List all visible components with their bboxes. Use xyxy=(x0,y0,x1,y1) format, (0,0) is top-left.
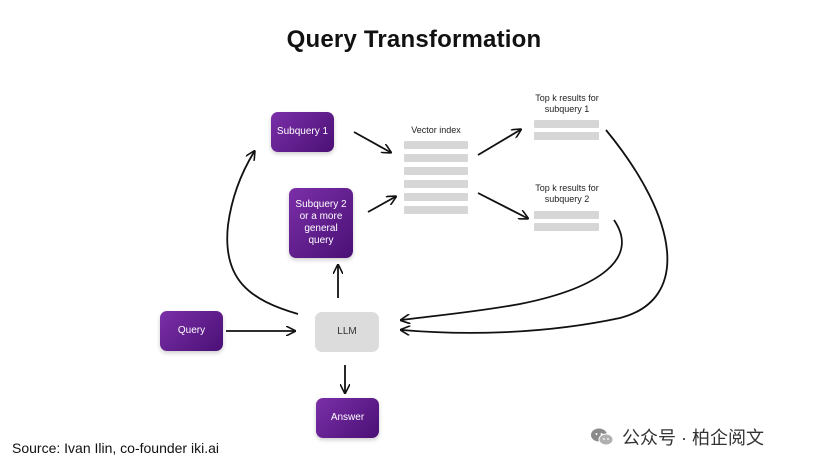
topk2-label: Top k results for subquery 2 xyxy=(535,183,599,204)
arrow-subquery1-to-index xyxy=(353,131,390,152)
vector-index-row xyxy=(404,167,468,175)
vector-index-row xyxy=(404,193,468,201)
watermark: 公众号 · 柏企阅文 xyxy=(590,424,764,450)
topk1-label: Top k results for subquery 1 xyxy=(535,93,599,114)
arrow-subquery2-to-index xyxy=(367,197,395,213)
vector-index-label: Vector index xyxy=(411,125,461,135)
subquery1-node: Subquery 1 xyxy=(271,112,334,152)
page-title: Query Transformation xyxy=(286,26,542,53)
arrow-topk2-to-llm xyxy=(402,219,623,320)
arrow-index-to-topk2 xyxy=(477,192,527,218)
topk1-row xyxy=(534,132,599,140)
vector-index-row xyxy=(404,206,468,214)
vector-index-row xyxy=(404,154,468,162)
topk2-row xyxy=(534,223,599,231)
watermark-text: 公众号 · 柏企阅文 xyxy=(622,428,764,448)
arrow-index-to-topk1 xyxy=(477,130,520,156)
subquery2-node: Subquery 2 or a more general query xyxy=(289,188,353,258)
vector-index-row xyxy=(404,141,468,149)
query-node: Query xyxy=(160,311,223,351)
source-caption: Source: Ivan Ilin, co-founder iki.ai xyxy=(12,440,219,456)
llm-node: LLM xyxy=(315,312,379,352)
wechat-icon xyxy=(590,427,614,447)
topk1-row xyxy=(534,120,599,128)
vector-index-row xyxy=(404,180,468,188)
answer-node: Answer xyxy=(316,398,379,438)
topk2-row xyxy=(534,211,599,219)
arrow-llm-to-subquery1 xyxy=(226,152,299,315)
arrow-topk1-to-llm xyxy=(402,129,669,333)
